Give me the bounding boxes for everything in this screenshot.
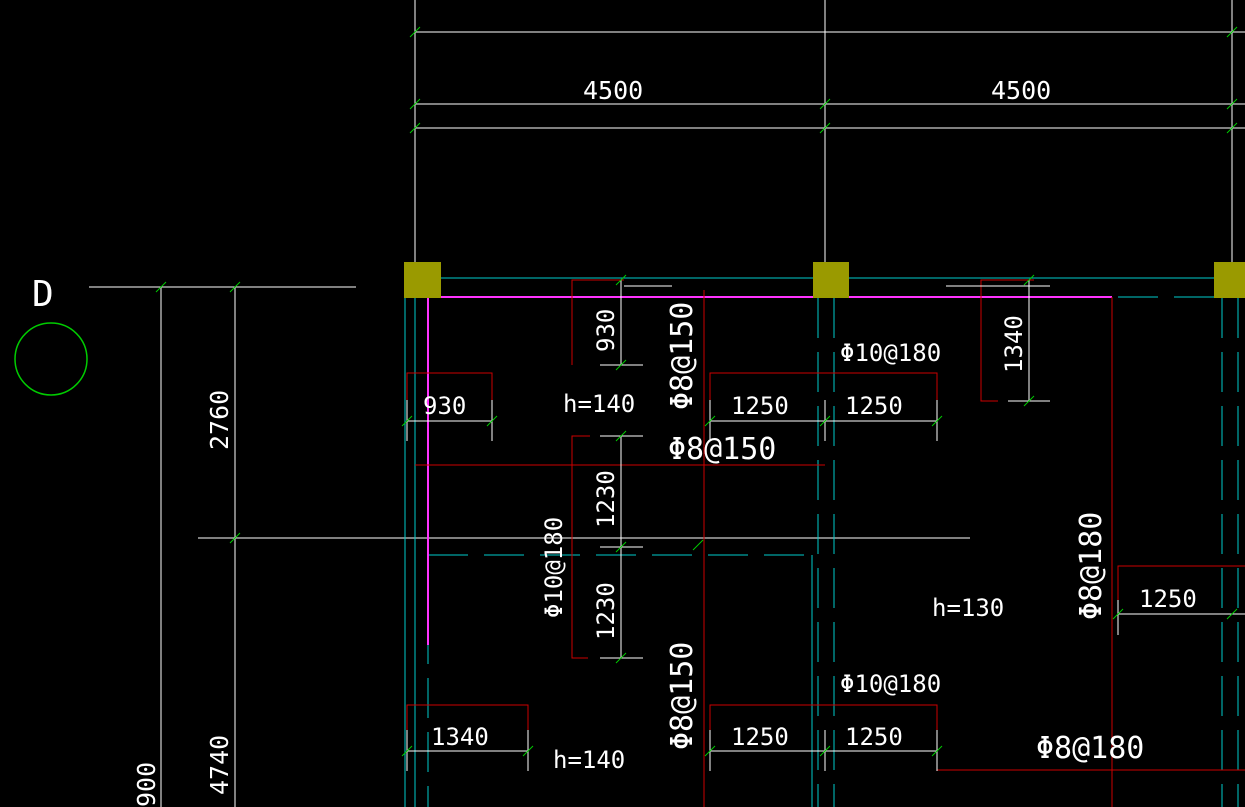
slab-thickness-right: h=130	[932, 594, 1004, 622]
magenta-beam	[427, 296, 1112, 645]
rebar-spec-phi10-180-top: Φ10@180	[840, 339, 941, 367]
rebar-spec-phi10-180-vertical: Φ10@180	[540, 517, 568, 618]
rebar-length-1250-bottom-left: 1250	[731, 723, 789, 751]
vertical-dim-4740: 4740	[205, 735, 234, 795]
rebar-spec-phi8-150-horizontal: Φ8@150	[668, 432, 776, 467]
slab-thickness-bottom: h=140	[553, 746, 625, 774]
left-dimension-group	[89, 286, 970, 807]
rebar-length-1340: 1340	[431, 723, 489, 751]
rebar-length-930-vertical: 930	[592, 309, 620, 352]
rebar-spec-phi8-180-vertical: Φ8@180	[1074, 512, 1109, 620]
column-2	[813, 262, 849, 298]
rebar-lines	[406, 279, 1245, 807]
vertical-dim-900: 900	[132, 762, 161, 807]
rebar-length-1230-upper: 1230	[592, 470, 620, 528]
rebar-length-930: 930	[423, 392, 466, 420]
slab-thickness-top-left: h=140	[563, 390, 635, 418]
axis-bubble-icon	[14, 322, 88, 396]
rebar-spec-phi8-180-horizontal: Φ8@180	[1036, 731, 1144, 766]
rebar-dim-ticks	[401, 274, 1238, 757]
rebar-length-1250-top-right: 1250	[845, 392, 903, 420]
rebar-length-1250-right: 1250	[1139, 585, 1197, 613]
vertical-dim-2760: 2760	[205, 390, 234, 450]
rebar-spec-phi10-180-bottom: Φ10@180	[840, 670, 941, 698]
rebar-length-1250-bottom-right: 1250	[845, 723, 903, 751]
column-3	[1214, 262, 1245, 298]
beam-lines	[404, 277, 1245, 807]
span-dim-1: 4500	[583, 76, 643, 105]
top-dimension-group	[414, 0, 1245, 270]
rebar-spec-phi8-150-vertical-top: Φ8@150	[665, 302, 700, 410]
rebar-length-1250-top-left: 1250	[731, 392, 789, 420]
rebar-dim-lines	[406, 280, 1245, 771]
span-dim-2: 4500	[991, 76, 1051, 105]
dimension-ticks	[409, 26, 1238, 134]
rebar-length-1230-lower: 1230	[592, 582, 620, 640]
left-dimension-ticks	[155, 281, 241, 544]
axis-label-d: D	[32, 274, 54, 315]
column-1	[404, 262, 441, 298]
rebar-length-1340-vertical: 1340	[1000, 315, 1028, 373]
rebar-spec-phi8-150-vertical-bottom: Φ8@150	[665, 642, 700, 750]
